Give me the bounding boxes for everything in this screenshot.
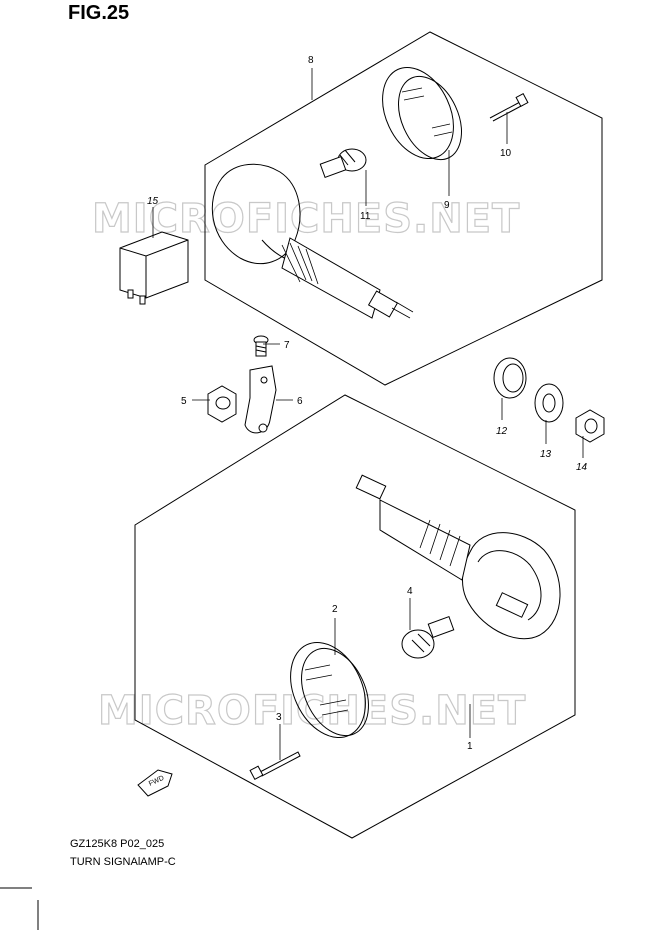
callout-14: 14 bbox=[576, 462, 588, 473]
bolt-7 bbox=[253, 335, 269, 357]
callout-15: 15 bbox=[147, 196, 159, 207]
frame-corner bbox=[0, 887, 39, 930]
screw-10 bbox=[489, 93, 529, 122]
figure-title: FIG.25 bbox=[68, 2, 130, 24]
grommet-12 bbox=[493, 357, 527, 399]
callout-13: 13 bbox=[540, 449, 552, 460]
callout-3: 3 bbox=[276, 712, 282, 723]
callout-9: 9 bbox=[444, 200, 450, 211]
callout-11: 11 bbox=[360, 211, 371, 222]
nut-5 bbox=[207, 385, 237, 423]
lens-lower bbox=[290, 641, 369, 739]
callout-4: 4 bbox=[407, 586, 413, 597]
nut-14 bbox=[575, 409, 605, 443]
upper-assembly-outline bbox=[204, 31, 603, 386]
callout-10: 10 bbox=[500, 148, 512, 159]
turn-signal-housing-upper bbox=[211, 163, 414, 319]
callout-8: 8 bbox=[308, 55, 314, 66]
bulb-upper bbox=[319, 148, 367, 178]
callout-5: 5 bbox=[181, 396, 187, 407]
diagram-code: GZ125K8 P02_025 bbox=[70, 838, 165, 850]
screw-3 bbox=[249, 751, 301, 780]
diagram-part-name: TURN SIGNAlAMP-C bbox=[70, 856, 176, 868]
turn-signal-housing-lower bbox=[355, 474, 561, 640]
bulb-lower bbox=[401, 616, 455, 659]
bracket-6 bbox=[244, 365, 277, 434]
relay-unit bbox=[119, 231, 189, 305]
callout-12: 12 bbox=[496, 426, 508, 437]
callout-2: 2 bbox=[332, 604, 338, 615]
callout-1: 1 bbox=[467, 741, 473, 752]
lens-upper bbox=[382, 66, 462, 161]
callout-6: 6 bbox=[297, 396, 303, 407]
callout-7: 7 bbox=[284, 340, 290, 351]
watermark-lower: MICROFICHES.NET bbox=[98, 688, 526, 734]
lower-assembly-outline bbox=[134, 394, 576, 839]
forward-arrow: FWD bbox=[137, 769, 173, 797]
leader-lines bbox=[152, 68, 584, 760]
washer-13 bbox=[534, 383, 564, 423]
